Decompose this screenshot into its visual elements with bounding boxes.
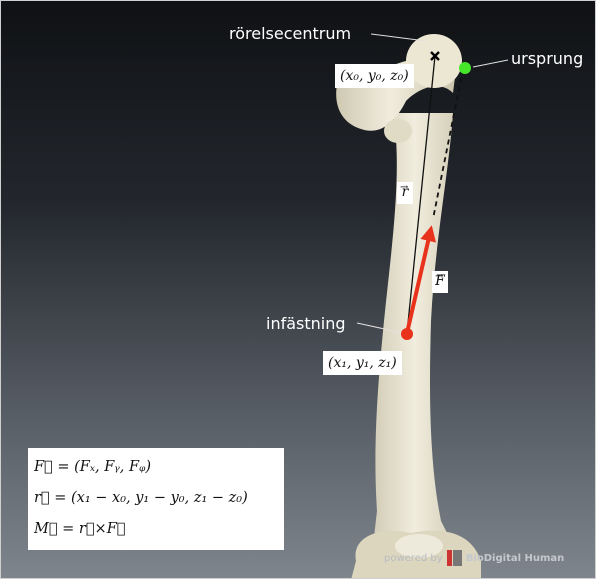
- moment-formula: M⃗ = r⃗×F⃗: [34, 514, 278, 545]
- force-formula: F⃗ = (Fₓ, Fᵧ, Fᵩ): [34, 452, 278, 483]
- formula-box: F⃗ = (Fₓ, Fᵧ, Fᵩ) r⃗ = (x₁ − x₀, y₁ − y₀…: [28, 448, 284, 550]
- r-vector-label: → r: [397, 182, 413, 204]
- position-formula: r⃗ = (x₁ − x₀, y₁ − y₀, z₁ − z₀): [34, 483, 278, 514]
- insertion-point: [401, 328, 413, 340]
- femur-shaft: [369, 113, 471, 579]
- center-coordinates: (x₀, y₀, z₀): [335, 64, 414, 88]
- center-leader-line: [371, 34, 426, 41]
- center-of-motion-label: rörelsecentrum: [229, 24, 351, 43]
- f-vector-label: → F: [432, 271, 448, 293]
- watermark-brand: BioDigital Human: [466, 553, 564, 564]
- watermark: powered by BioDigital Human: [384, 550, 564, 566]
- r-arrow-glyph: →: [400, 178, 408, 198]
- insertion-label: infästning: [266, 314, 346, 333]
- insertion-coordinates: (x₁, y₁, z₁): [323, 351, 402, 375]
- origin-label: ursprung: [511, 49, 583, 68]
- f-arrow-glyph: →: [435, 267, 443, 287]
- biodigital-logo-block-icon: [453, 550, 462, 566]
- biodigital-logo-icon: [447, 550, 452, 566]
- origin-leader-line: [473, 60, 508, 67]
- origin-point: [459, 62, 471, 74]
- lesser-trochanter: [384, 119, 412, 143]
- watermark-prefix: powered by: [384, 553, 443, 564]
